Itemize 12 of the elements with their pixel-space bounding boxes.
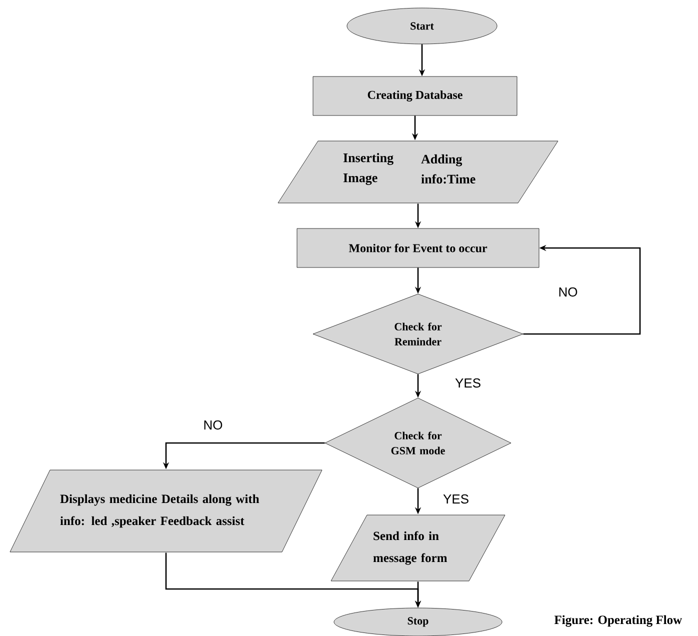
data-parallelogram: Inserting Image Adding info:Time: [278, 140, 558, 204]
terminal-oval: Start: [346, 8, 498, 44]
data-parallelogram: Displays medicine Details along with info: led ,speaker Feedback assist: [10, 470, 322, 552]
edge-label: NO: [202, 419, 224, 431]
process-box: Monitor for Event to occur: [296, 228, 540, 268]
figure-caption: Figure: Operating Flow: [554, 615, 682, 627]
terminal-oval: Stop: [334, 608, 502, 636]
edge-label: YES: [442, 493, 470, 505]
data-parallelogram: Send info in message form: [330, 514, 506, 582]
process-box: Creating Database: [312, 76, 518, 116]
edge-label: YES: [454, 377, 482, 389]
edge-label: NO: [557, 286, 579, 298]
